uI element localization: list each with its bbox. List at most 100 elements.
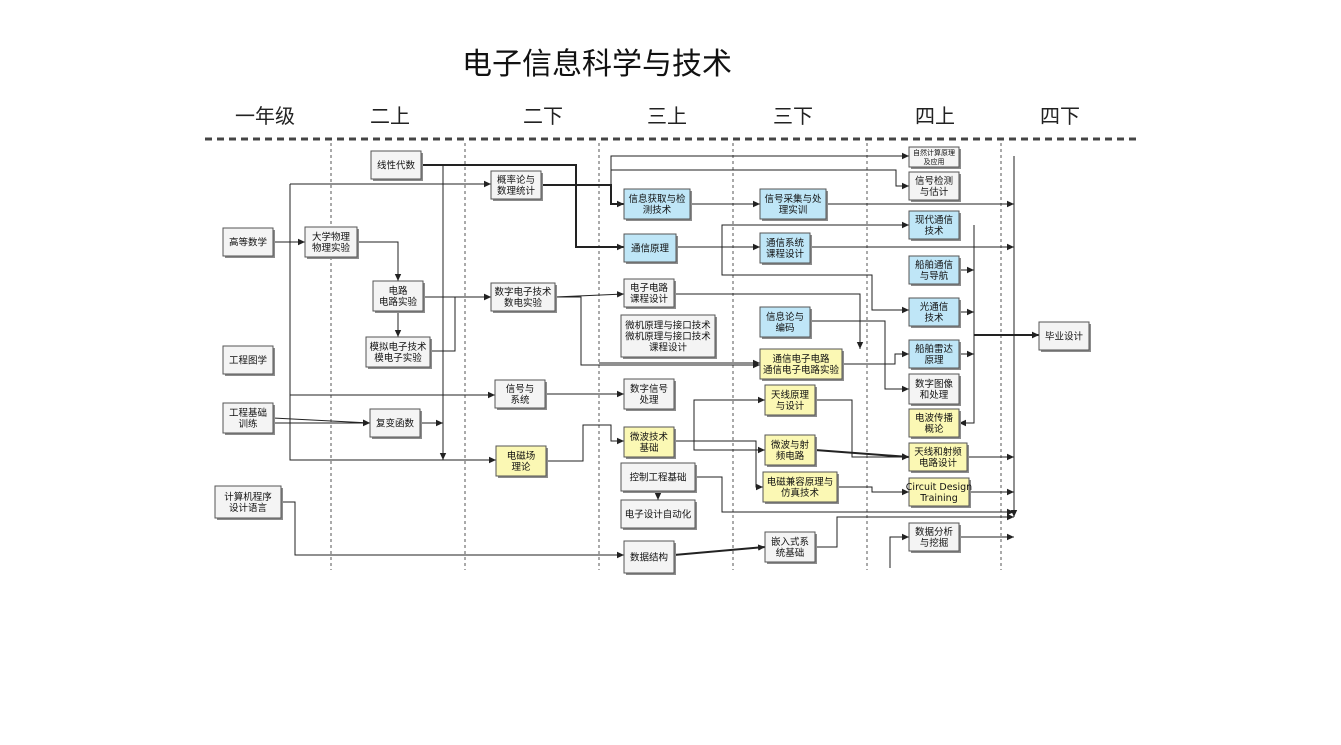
course-label: 复变函数	[376, 418, 415, 430]
node-box	[372, 280, 424, 312]
node-box	[908, 297, 960, 327]
prerequisite-arrow	[674, 396, 765, 442]
course-label: 数理统计	[497, 185, 536, 197]
course-node-txyl[interactable]: 通信原理	[623, 233, 678, 264]
course-node-gctx[interactable]: 工程图学	[222, 345, 275, 376]
semester-dividers	[330, 143, 1002, 570]
course-label: 通信电子电路实验	[763, 364, 840, 376]
prerequisite-arrow	[815, 399, 909, 461]
node-box	[304, 226, 358, 258]
prerequisite-arrow	[674, 440, 763, 491]
prerequisite-arrow	[695, 476, 1014, 516]
course-label: 与设计	[776, 400, 805, 412]
semester-label: 二下	[523, 104, 563, 128]
prerequisite-arrow	[546, 424, 624, 462]
course-label: 数据结构	[630, 552, 668, 564]
course-label: 系统	[510, 394, 530, 406]
course-label: 通信电子电路	[772, 353, 830, 365]
course-node-gdsx[interactable]: 高等数学	[222, 227, 275, 258]
node-box	[908, 477, 970, 507]
course-label: 通信原理	[631, 243, 670, 255]
course-label: 及应用	[924, 157, 945, 166]
course-node-bysj[interactable]: 毕业设计	[1038, 321, 1091, 352]
prerequisite-arrow	[674, 440, 765, 454]
node-box	[623, 378, 675, 410]
course-label: 电波传播	[915, 412, 954, 424]
course-node-fbhs[interactable]: 复变函数	[369, 408, 422, 439]
course-label: 处理	[639, 394, 659, 406]
course-node-dzsj[interactable]: 电子设计自动化	[620, 499, 697, 530]
page-title: 电子信息科学与技术	[462, 47, 732, 82]
course-label: 理实训	[779, 204, 808, 216]
node-box	[623, 188, 691, 220]
course-node-kzgc[interactable]: 控制工程基础	[620, 462, 697, 493]
node-box	[759, 188, 827, 220]
node-box	[490, 282, 556, 312]
course-label: Training	[919, 493, 958, 504]
course-label: 编码	[775, 322, 794, 334]
course-label: 电路实验	[379, 296, 418, 308]
course-label: 电子设计自动化	[625, 509, 692, 521]
prerequisite-arrow	[814, 449, 910, 460]
course-label: 信号检测	[915, 175, 953, 187]
semester-label: 二上	[370, 104, 410, 128]
node-box	[908, 146, 960, 168]
course-label: 课程设计	[630, 293, 669, 305]
node-box	[759, 306, 811, 338]
course-label: 技术	[924, 312, 944, 324]
course-label: 工程基础	[229, 407, 267, 419]
course-label: 大学物理	[312, 231, 351, 243]
course-label: 信号与	[506, 383, 535, 395]
course-label: 设计语言	[229, 502, 268, 514]
course-node-xxds[interactable]: 线性代数	[370, 150, 423, 181]
prerequisite-arrow	[541, 184, 624, 208]
node-box	[222, 402, 274, 434]
node-box	[623, 540, 675, 574]
course-label: 原理	[924, 355, 944, 366]
course-label: 课程设计	[766, 248, 805, 260]
course-label: 电磁场	[507, 450, 536, 462]
prerequisite-arrow	[555, 296, 760, 369]
course-label: 船舶雷达	[915, 343, 954, 355]
node-box	[908, 171, 960, 201]
prerequisite-arrow	[889, 533, 909, 568]
course-node-sjjg[interactable]: 数据结构	[623, 540, 676, 575]
course-label: 信息获取与检	[628, 193, 686, 205]
node-box	[908, 373, 960, 405]
node-box	[759, 348, 843, 380]
